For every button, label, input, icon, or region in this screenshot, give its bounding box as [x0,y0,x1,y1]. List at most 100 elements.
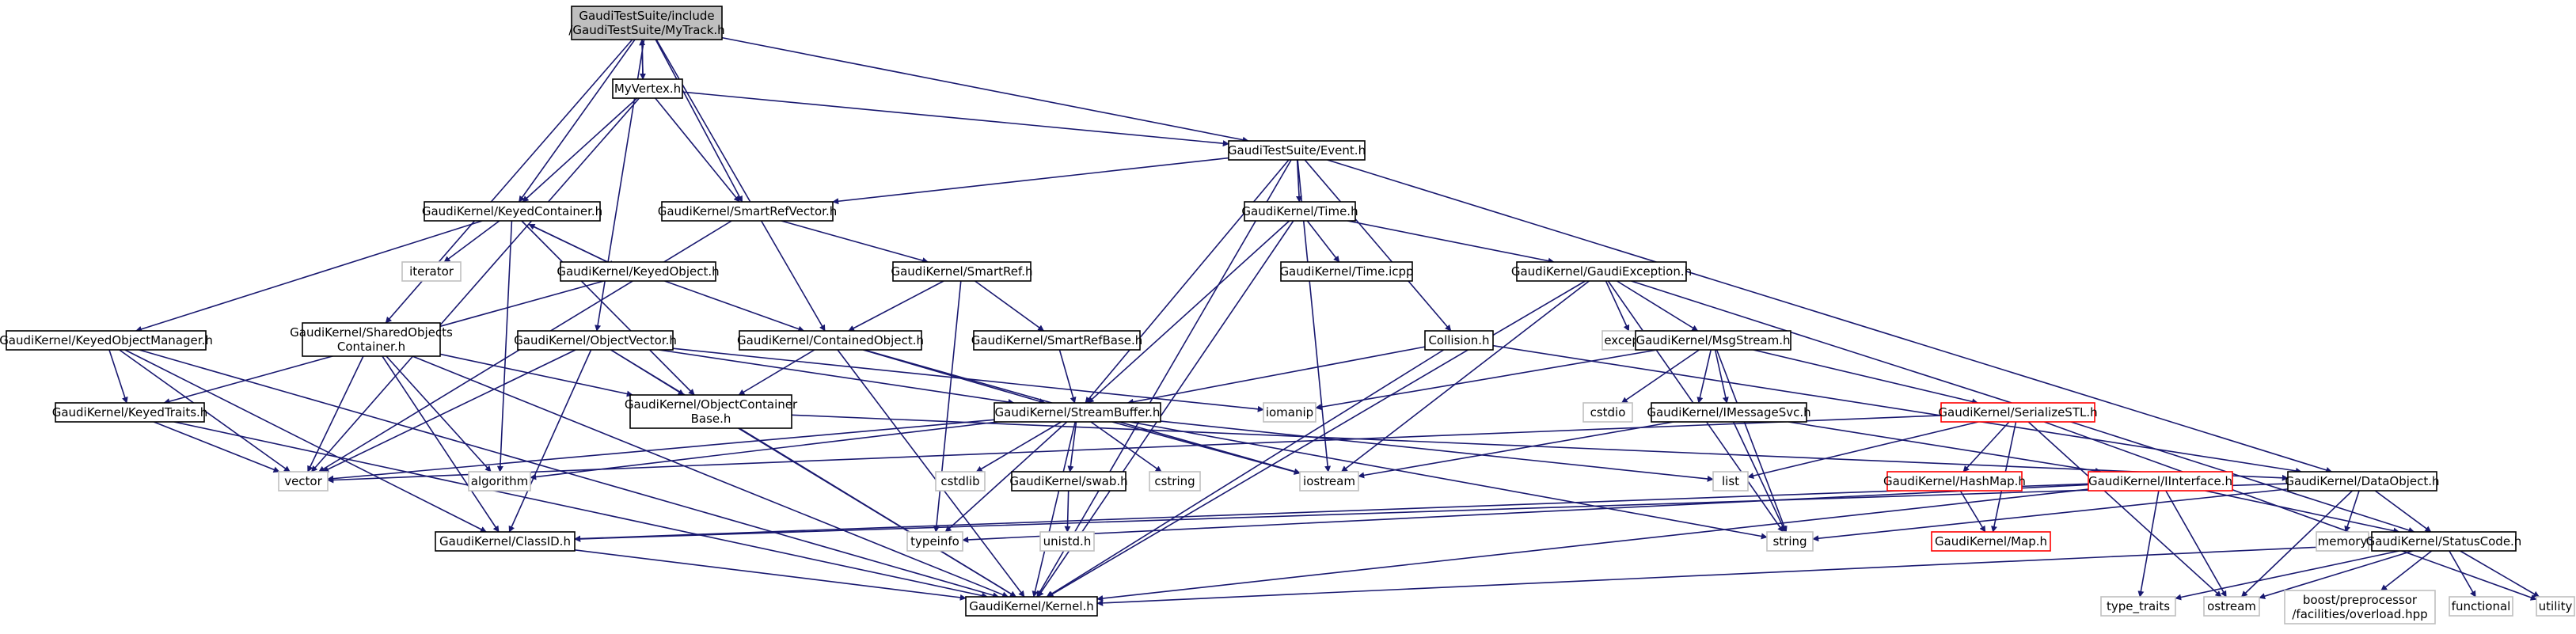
edge-smartref-to-smartrefbase [975,280,1045,332]
node-keyedcontainer[interactable]: GaudiKernel/KeyedContainer.h [422,201,602,222]
node-kernel[interactable]: GaudiKernel/Kernel.h [965,596,1098,617]
node-myvertex[interactable]: MyVertex.h [612,78,683,99]
edge-streambuffer-to-string [1130,421,1768,540]
edge-keyedobject-to-containedobject [664,280,805,332]
node-label-string-0: string [1772,534,1807,549]
edge-streambuffer-to-list [1160,420,1714,482]
edge-objectcontainerbase-to-dataobject [791,414,2289,481]
node-box-hashmap [1886,471,2023,492]
node-box-timeicpp [1280,261,1413,282]
node-label-keyedobject-0: GaudiKernel/KeyedObject.h [557,264,719,279]
edge-msgstream-to-sstream [1696,349,1712,404]
edge-myvertex-to-mytrack [639,39,646,80]
node-imessagesvc[interactable]: GaudiKernel/IMessageSvc.h [1647,402,1811,423]
node-label-sharedobjects-1: Container.h [337,340,405,354]
edge-objectvector-to-streambuffer [659,349,1015,405]
edge-serializestl-to-utility [2043,421,2537,601]
node-hashmap[interactable]: GaudiKernel/HashMap.h [1883,471,2026,492]
edge-streambuffer-to-vector [327,419,995,482]
edges-layer [108,36,2540,606]
node-cstdio: cstdio [1582,402,1633,423]
node-gaudiexception[interactable]: GaudiKernel/GaudiException.h [1511,261,1692,282]
node-objectvector[interactable]: GaudiKernel/ObjectVector.h [514,330,677,351]
node-label-map-0: GaudiKernel/Map.h [1935,534,2047,549]
node-collision[interactable]: Collision.h [1424,330,1494,351]
node-keyedobject[interactable]: GaudiKernel/KeyedObject.h [557,261,720,282]
edge-streambuffer-to-swab [1067,421,1077,473]
node-msgstream[interactable]: GaudiKernel/MsgStream.h [1635,330,1791,351]
edge-streambuffer-to-cstdlib [975,421,1062,473]
node-serializestl[interactable]: GaudiKernel/SerializeSTL.h [1938,402,2098,423]
edge-smartrefvector-to-smartref [781,220,929,264]
node-box-unistd [1039,531,1095,552]
edge-iinterface-to-kernel [1096,488,2089,602]
edge-statuscode-to-functional [2449,550,2476,598]
node-box-vector [278,471,329,492]
node-classid[interactable]: GaudiKernel/ClassID.h [435,531,576,552]
edge-hashmap-to-map [1959,490,1986,533]
node-label-kernel-0: GaudiKernel/Kernel.h [969,599,1094,613]
edge-sharedobjects-to-kernel [412,355,1009,598]
node-box-iomanip [1263,402,1316,423]
node-smartref[interactable]: GaudiKernel/SmartRef.h [891,261,1033,282]
node-algorithm: algorithm [468,471,531,492]
node-statuscode[interactable]: GaudiKernel/StatusCode.h [2366,531,2522,552]
node-label-objectvector-0: GaudiKernel/ObjectVector.h [514,333,677,347]
edge-collision-to-dataobject [1492,344,2302,474]
node-label-collision-0: Collision.h [1428,333,1489,347]
node-mytrack[interactable]: GaudiTestSuite/include/GaudiTestSuite/My… [568,6,725,40]
node-box-keyedtraits [55,402,205,423]
node-time[interactable]: GaudiKernel/Time.h [1241,201,1358,222]
node-ostream: ostream [2203,596,2260,617]
edge-event-to-streambuffer [1085,159,1290,404]
node-dataobject[interactable]: GaudiKernel/DataObject.h [2285,471,2440,492]
edge-iinterface-to-statuscode [2205,490,2400,534]
node-label-typeinfo-0: typeinfo [910,534,959,549]
edge-serializestl-to-ostream [2027,421,2222,598]
node-containedobject[interactable]: GaudiKernel/ContainedObject.h [737,330,924,351]
node-box-cstring [1149,471,1201,492]
edge-swab-to-unistd [1064,490,1071,533]
edge-serializestl-to-vector [327,415,1942,484]
node-smartrefbase[interactable]: GaudiKernel/SmartRefBase.h [971,330,1143,351]
edge-sharedobjects-to-classid [382,355,500,533]
edge-mytrack-to-event [721,36,1249,143]
node-event[interactable]: GaudiTestSuite/Event.h [1228,140,1366,161]
edge-iinterface-to-ostream [2165,490,2227,598]
node-label-list-0: list [1722,474,1739,488]
node-box-mytrack [571,6,723,40]
edge-dataobject-to-string [1812,488,2289,542]
edge-keyedtraits-to-vector [153,421,280,473]
node-box-algorithm [468,471,531,492]
edge-dataobject-to-ostream [2240,490,2354,598]
edge-imessagesvc-to-iinterface [1788,421,2102,474]
edge-msgstream-to-serializestl [1753,349,1979,405]
node-keyedobjectmanager[interactable]: GaudiKernel/KeyedObjectManager.h [0,330,213,351]
node-iinterface[interactable]: GaudiKernel/IInterface.h [2088,471,2233,492]
edge-serializestl-to-hashmap [1962,421,2010,473]
node-keyedtraits[interactable]: GaudiKernel/KeyedTraits.h [52,402,208,423]
edge-statuscode-to-overload [2380,550,2433,591]
edge-collision-to-kernel [1046,349,1445,598]
node-streambuffer[interactable]: GaudiKernel/StreamBuffer.h [994,402,1161,423]
node-memory: memory [2316,531,2369,552]
node-box-sharedobjects [302,322,441,357]
node-box-classid [435,531,576,552]
edge-dataobject-to-statuscode [2374,490,2432,533]
node-swab[interactable]: GaudiKernel/swab.h [1009,471,1128,492]
edge-gaudiexception-to-msgstream [1617,280,1699,332]
node-unistd: unistd.h [1039,531,1095,552]
node-box-statuscode [2371,531,2517,552]
node-label-hashmap-0: GaudiKernel/HashMap.h [1883,474,2026,488]
edge-collision-to-streambuffer [1127,346,1426,405]
node-box-collision [1424,330,1494,351]
node-smartrefvector[interactable]: GaudiKernel/SmartRefVector.h [658,201,838,222]
edge-msgstream-to-cstdio [1620,349,1700,404]
node-map[interactable]: GaudiKernel/Map.h [1931,531,2051,552]
edge-iinterface-to-typeinfo [962,484,2089,543]
node-box-smartrefvector [661,201,834,222]
node-box-serializestl [1940,402,2095,423]
node-timeicpp[interactable]: GaudiKernel/Time.icpp [1279,261,1414,282]
